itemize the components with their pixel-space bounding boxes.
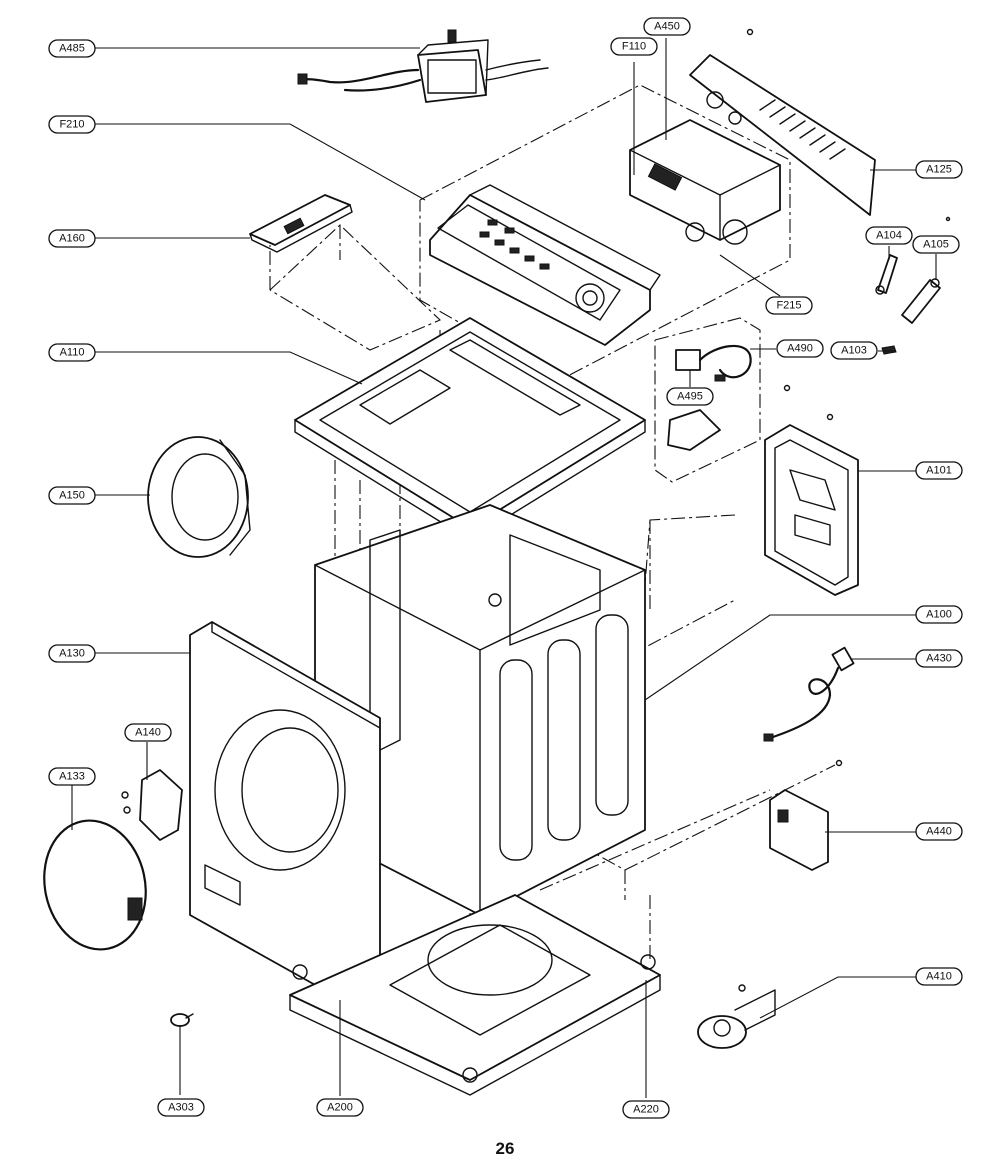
label-a103: A103 — [841, 345, 867, 357]
callout-a430: A430 — [915, 649, 963, 668]
callout-a104: A104 — [865, 226, 913, 245]
label-a130: A130 — [59, 648, 85, 660]
callout-a110: A110 — [48, 343, 96, 362]
label-a140: A140 — [135, 727, 161, 739]
part-a103-clip — [881, 345, 897, 355]
label-a430: A430 — [926, 653, 952, 665]
label-a303: A303 — [168, 1102, 194, 1114]
label-a150: A150 — [59, 490, 85, 502]
part-a160-drawer — [249, 194, 353, 253]
part-a150-door — [147, 436, 251, 558]
callout-a103: A103 — [830, 341, 878, 360]
loose-screws — [746, 28, 951, 767]
part-a101-panel — [764, 424, 859, 596]
label-a410: A410 — [926, 971, 952, 983]
label-a200: A200 — [327, 1102, 353, 1114]
label-a105: A105 — [923, 239, 949, 251]
part-f110-a450-pcb — [629, 119, 781, 245]
callout-a130: A130 — [48, 644, 96, 663]
part-f210-control-panel — [429, 184, 661, 346]
callout-a200: A200 — [316, 1098, 364, 1117]
part-a104-fitting — [875, 254, 898, 295]
part-a133-clamp — [43, 819, 147, 951]
part-a200-base — [289, 894, 661, 1096]
callout-a150: A150 — [48, 486, 96, 505]
callout-a410: A410 — [915, 967, 963, 986]
callout-a140: A140 — [124, 723, 172, 742]
label-a440: A440 — [926, 826, 952, 838]
label-a104: A104 — [876, 230, 902, 242]
callout-f210: F210 — [48, 115, 96, 134]
part-a410-pump — [697, 984, 776, 1049]
label-f210: F210 — [59, 119, 84, 131]
callout-a105: A105 — [912, 235, 960, 254]
page-number: 26 — [496, 1139, 515, 1157]
callout-a160: A160 — [48, 229, 96, 248]
callout-a220: A220 — [622, 1100, 670, 1119]
callout-f215: F215 — [765, 296, 813, 315]
callout-a450: A450 — [643, 17, 691, 36]
callout-a495: A495 — [666, 387, 714, 406]
part-a125-rear-cover — [689, 54, 876, 216]
part-a100-cabinet — [314, 504, 646, 916]
part-a430-power-cord — [763, 646, 855, 742]
callout-a303: A303 — [157, 1098, 205, 1117]
label-a133: A133 — [59, 771, 85, 783]
callout-a133: A133 — [48, 767, 96, 786]
part-a485-module — [297, 29, 549, 103]
label-a160: A160 — [59, 233, 85, 245]
label-a110: A110 — [60, 347, 85, 359]
label-a101: A101 — [926, 465, 952, 477]
callout-a101: A101 — [915, 461, 963, 480]
callout-a490: A490 — [776, 339, 824, 358]
label-f110: F110 — [622, 41, 646, 53]
part-a440-door-lock — [769, 789, 829, 871]
label-a490: A490 — [787, 343, 813, 355]
label-a450: A450 — [654, 21, 680, 33]
label-f215: F215 — [776, 300, 801, 312]
callout-a125: A125 — [915, 160, 963, 179]
label-a220: A220 — [633, 1104, 659, 1116]
callout-a100: A100 — [915, 605, 963, 624]
label-a485: A485 — [59, 43, 85, 55]
callout-a440: A440 — [915, 822, 963, 841]
label-a495: A495 — [677, 391, 703, 403]
leader-lines — [71, 38, 937, 1098]
label-a125: A125 — [926, 164, 952, 176]
part-a140-hinge — [121, 769, 183, 841]
callout-f110: F110 — [610, 37, 658, 56]
label-a100: A100 — [926, 609, 952, 621]
part-a110-top-plate — [294, 317, 646, 541]
part-a105-fitting — [901, 278, 941, 324]
part-a490-a495-assembly — [667, 344, 752, 451]
part-a303-screw — [170, 1013, 194, 1027]
callout-a485: A485 — [48, 39, 96, 58]
